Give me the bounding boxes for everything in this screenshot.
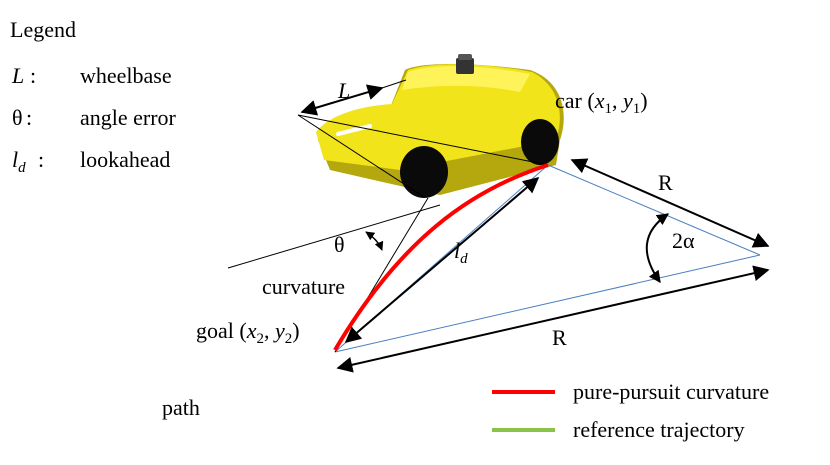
car-body <box>316 64 560 170</box>
series-legend-label-reference: reference trajectory <box>573 417 745 442</box>
series-legend-label-curvature: pure-pursuit curvature <box>573 379 769 404</box>
wheelbase-axis-line <box>297 114 549 166</box>
car-sensor <box>456 58 474 74</box>
car-position-label: car (x1, y1) <box>555 88 648 117</box>
theta-label: θ <box>334 232 345 257</box>
series-legend: pure-pursuit curvature reference traject… <box>492 379 769 442</box>
car-wheel-front <box>400 146 448 198</box>
curvature-label: curvature <box>262 274 345 299</box>
theta-arc <box>365 231 384 251</box>
radius-arrow-top <box>570 158 770 248</box>
legend-title: Legend <box>10 17 76 42</box>
legend-symbol-wheelbase: L <box>11 63 24 88</box>
legend-symbol-angle-error: θ <box>12 105 23 130</box>
car-headlight <box>336 124 372 136</box>
goal-label: goal (x2, y2) <box>196 318 300 347</box>
legend-desc-lookahead: lookahead <box>80 147 170 172</box>
legend-sep-angle-error: : <box>26 105 32 130</box>
wheelbase-label: L <box>337 78 350 103</box>
angle-label: 2α <box>672 228 695 253</box>
legend-desc-wheelbase: wheelbase <box>80 63 172 88</box>
triangle-car-to-center <box>547 164 761 256</box>
wheelbase-dimension-arrow <box>300 84 384 116</box>
legend-sep-wheelbase: : <box>30 63 36 88</box>
path-label: path <box>162 395 200 420</box>
angle-arc <box>645 213 669 283</box>
car-wheel-rear <box>521 119 559 165</box>
legend-sep-lookahead: : <box>38 147 44 172</box>
triangle-center-to-goal <box>334 254 761 353</box>
legend-desc-angle-error: angle error <box>80 105 177 130</box>
car-sensor-top <box>458 54 472 60</box>
car-roof <box>402 66 530 92</box>
geometry-triangle <box>334 164 761 353</box>
radius-label-bottom: R <box>552 325 567 350</box>
radius-arrow-bottom <box>336 265 770 373</box>
radius-label-top: R <box>658 170 673 195</box>
legend: Legend L : wheelbase θ : angle error ld … <box>10 17 177 176</box>
lookahead-arrow <box>344 176 540 344</box>
wheelbase-tick-rear <box>381 79 407 89</box>
lookahead-label: ld <box>454 238 468 267</box>
legend-symbol-lookahead: ld <box>12 147 26 176</box>
